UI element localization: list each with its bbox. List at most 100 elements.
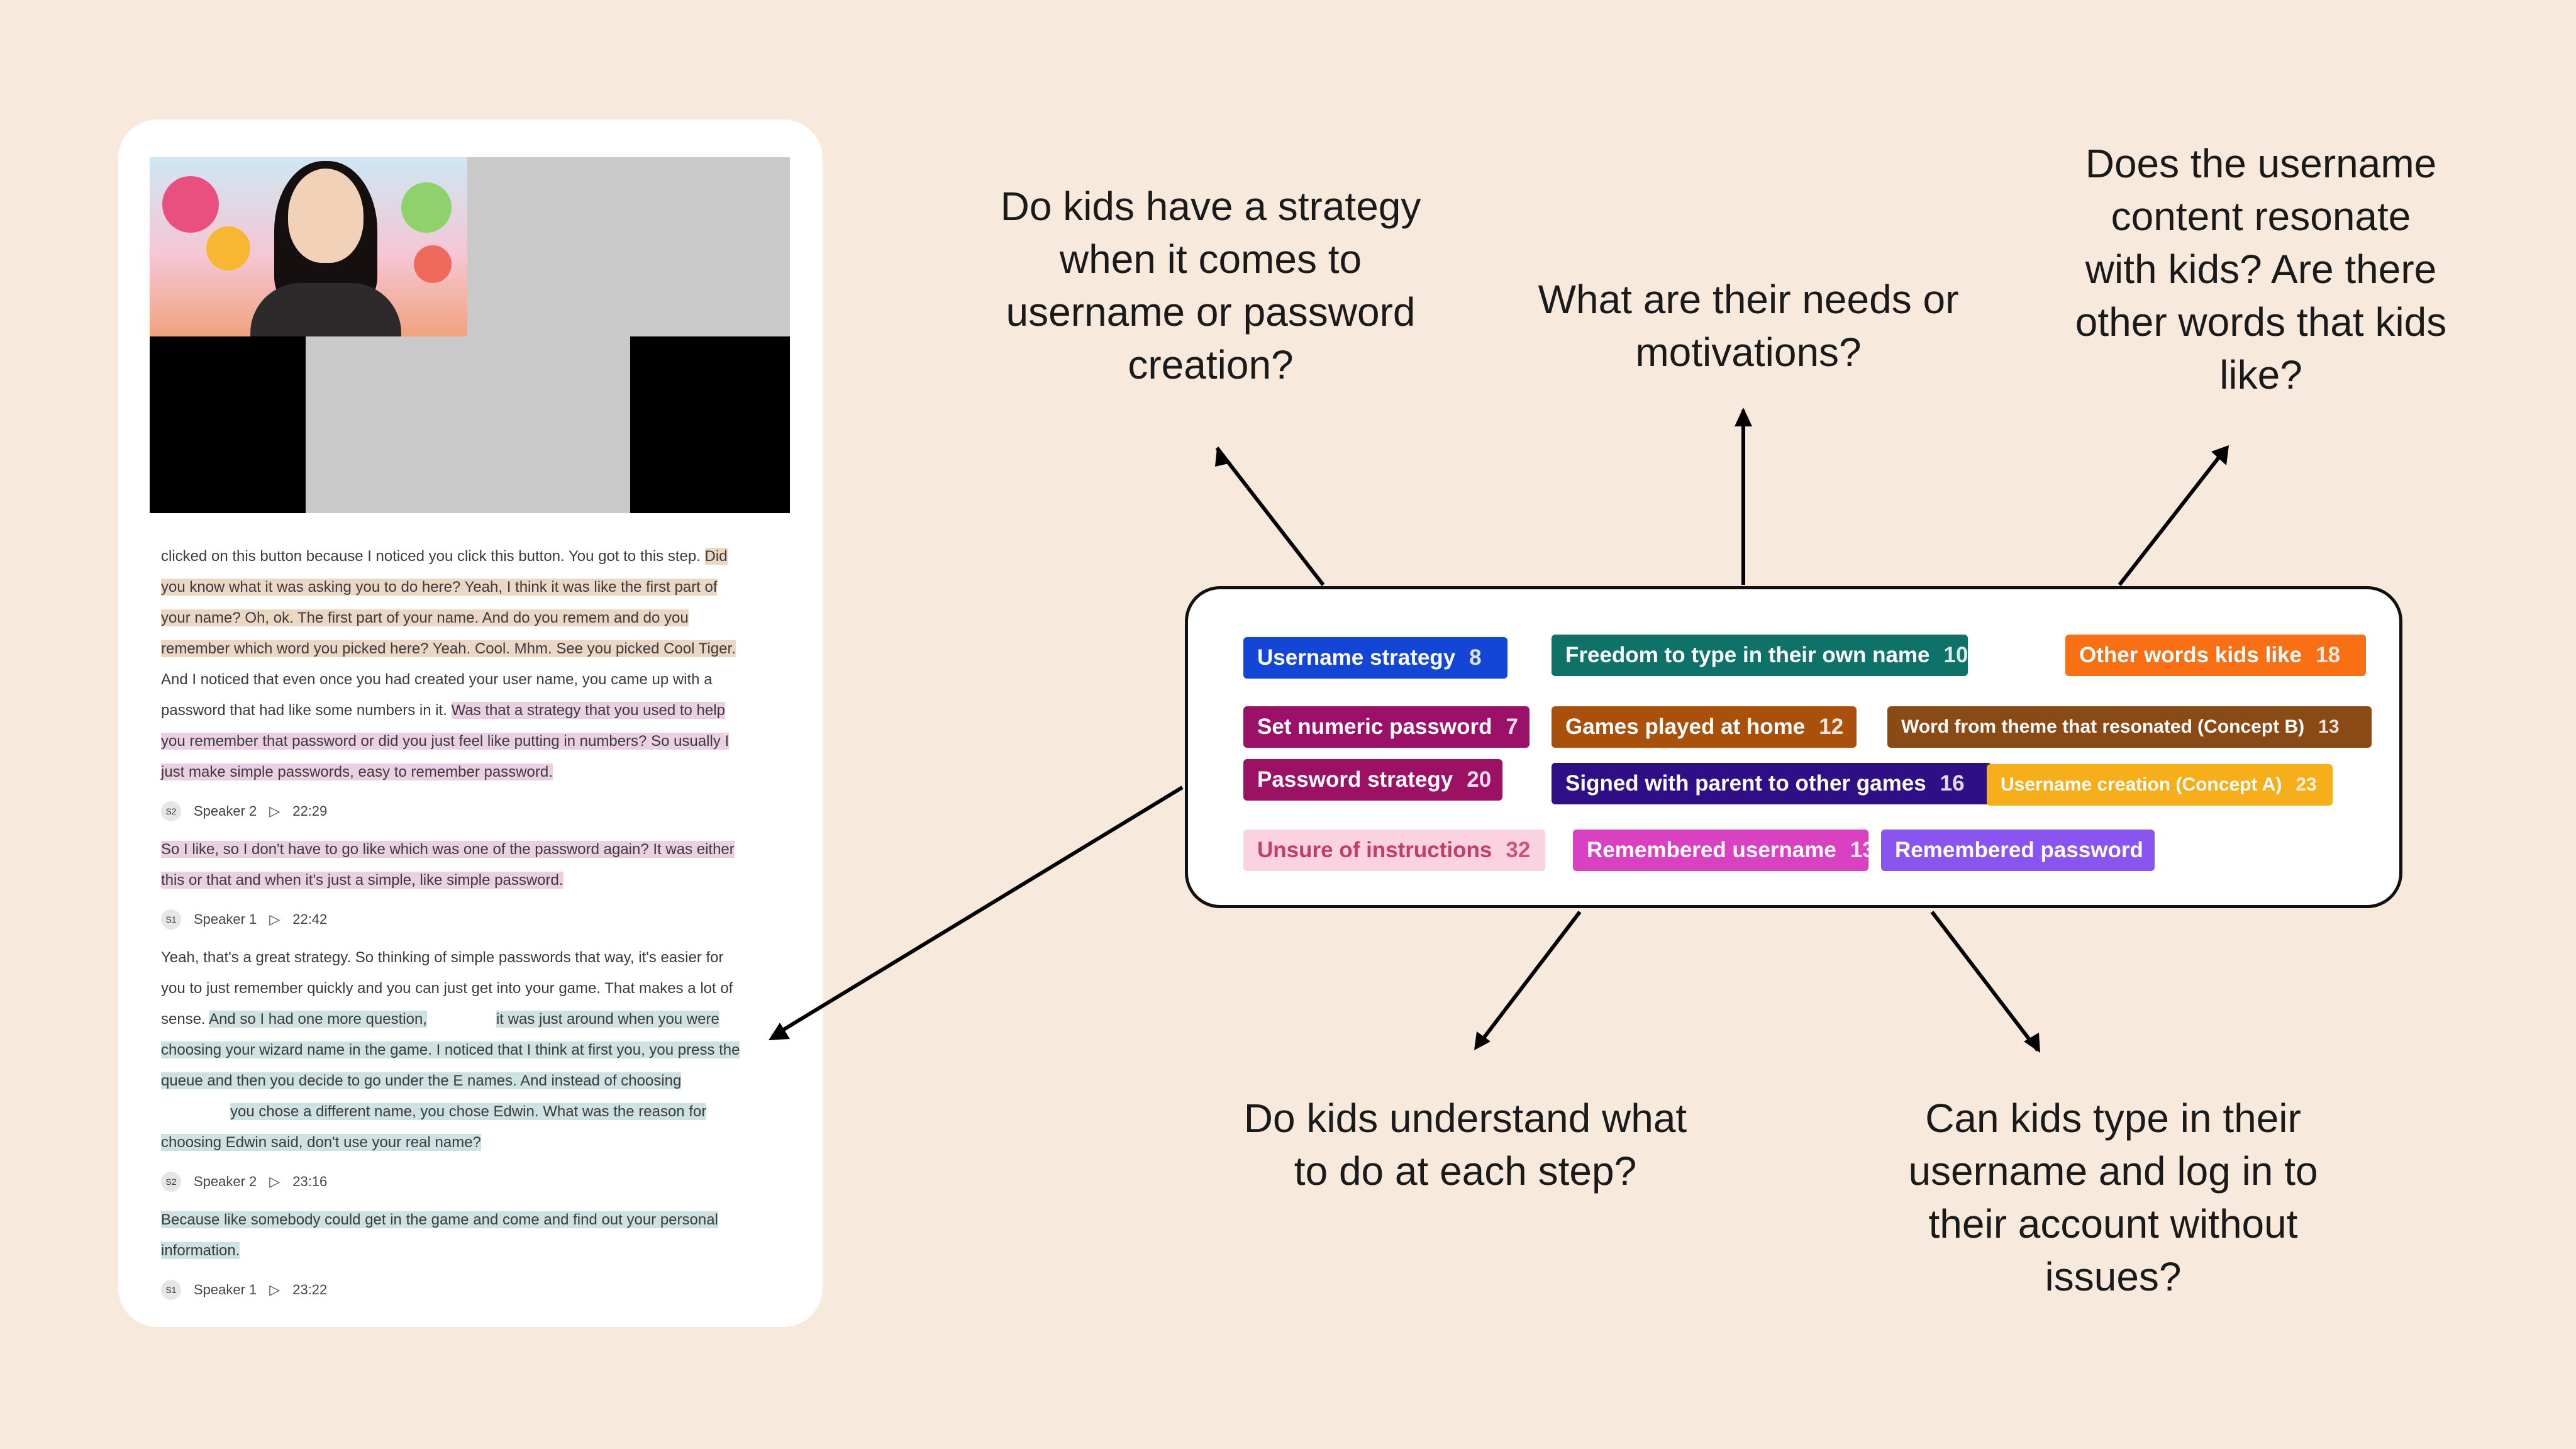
transcript-line: your name? Oh, ok. The first part of you… xyxy=(161,602,796,633)
transcript-line: Yeah, that's a great strategy. So thinki… xyxy=(161,942,796,973)
transcript-line: password that had like some numbers in i… xyxy=(161,695,796,726)
arrowhead xyxy=(1735,408,1752,426)
redacted-name xyxy=(161,1096,230,1127)
question-line: What are their needs or xyxy=(1538,277,1959,322)
transcript-line: Because like somebody could get in the g… xyxy=(161,1204,796,1235)
candy-decoration xyxy=(206,226,250,270)
transcript-text: Yeah, that's a great strategy. So thinki… xyxy=(161,949,724,966)
transcript-line: clicked on this button because I noticed… xyxy=(161,541,796,572)
transcript-text: choosing your wizard name in the game. I… xyxy=(161,1041,740,1058)
transcript-card: clicked on this button because I noticed… xyxy=(118,119,823,1327)
timestamp: 23:16 xyxy=(292,1174,328,1189)
transcript-text: your name? Oh, ok. The first part of you… xyxy=(161,609,689,626)
play-icon[interactable]: ▷ xyxy=(269,1282,280,1297)
candy-decoration xyxy=(401,182,452,233)
transcript-block: Because like somebody could get in the g… xyxy=(161,1204,796,1266)
code-tags-panel: Username strategy 8 Freedom to type in the… xyxy=(1185,586,2402,908)
timestamp: 22:42 xyxy=(292,911,328,927)
code-tag-count: 18 xyxy=(2316,643,2340,667)
transcript-text: you know what it was asking you to do he… xyxy=(161,579,718,596)
transcript-block: Yeah, that's a great strategy. So thinki… xyxy=(161,942,796,1158)
transcript-text: just make simple passwords, easy to reme… xyxy=(161,763,553,780)
speaker-row: S2 Speaker 2 ▷ 22:29 xyxy=(161,799,796,824)
code-tag-count: 32 xyxy=(1506,838,1531,862)
code-tag-count: 13 xyxy=(1850,838,1875,862)
code-tag-label: Username strategy xyxy=(1257,645,1456,670)
speaker-row: S1 Speaker 1 ▷ 23:22 xyxy=(161,1277,796,1302)
transcript-text: this or that and when it's just a simple… xyxy=(161,872,564,889)
participant-face xyxy=(288,169,364,263)
transcript-text: choosing Edwin said, don't use your real… xyxy=(161,1134,481,1151)
transcript-text: And so I had one more question, xyxy=(209,1011,427,1028)
transcript-text: And I noticed that even once you had cre… xyxy=(161,671,713,688)
transcript-text: So I like, so I don't have to go like wh… xyxy=(161,841,735,858)
transcript-line: choosing Edwin said, don't use your real… xyxy=(161,1127,796,1158)
code-tag-count: 12 xyxy=(1819,714,1844,739)
transcript-line: So I like, so I don't have to go like wh… xyxy=(161,834,796,865)
code-tag: Games played at home 12 xyxy=(1552,706,1857,748)
transcript-line: you remember that password or did you ju… xyxy=(161,726,796,757)
question-line: when it comes to xyxy=(1059,236,1362,282)
question-line: content resonate xyxy=(2111,194,2411,239)
arrowhead xyxy=(1215,448,1231,467)
speaker-name: Speaker 1 xyxy=(194,1282,257,1297)
code-tag: Remembered username 13 xyxy=(1573,830,1875,871)
speaker-row: S1 Speaker 1 ▷ 22:42 xyxy=(161,907,796,932)
transcript-line: you know what it was asking you to do he… xyxy=(161,572,796,602)
question-line: username or password xyxy=(1006,289,1416,335)
transcript-text: Did xyxy=(704,548,728,565)
transcript-text: queue and then you decide to go under th… xyxy=(161,1072,682,1089)
code-tag-label: Remembered username xyxy=(1587,838,1836,862)
code-tag: Word from theme that resonated (Concept … xyxy=(1887,706,2372,748)
transcript-line: And I noticed that even once you had cre… xyxy=(161,664,796,695)
transcript-block: clicked on this button because I noticed… xyxy=(161,541,796,787)
arrowhead xyxy=(2024,1033,2040,1053)
question-type-login: Can kids type in their username and log i… xyxy=(1862,1092,2365,1303)
arrow-to-type-login xyxy=(1930,911,2040,1052)
transcript-text: remember which word you picked here? Yea… xyxy=(161,640,736,657)
participant-body xyxy=(250,283,401,336)
question-line: Do kids have a strategy xyxy=(1000,184,1421,229)
play-icon[interactable]: ▷ xyxy=(269,803,280,819)
question-line: issues? xyxy=(2045,1254,2182,1299)
question-strategy: Do kids have a strategy when it comes to u… xyxy=(969,180,1453,391)
code-tag-count: 13 xyxy=(2318,716,2340,737)
transcript-line: choosing your wizard name in the game. I… xyxy=(161,1035,796,1065)
arrowhead xyxy=(1474,1031,1491,1050)
candy-decoration xyxy=(414,245,452,283)
transcript-line: just make simple passwords, easy to reme… xyxy=(161,757,796,787)
code-tag-label: Set numeric password xyxy=(1257,714,1492,739)
arrow-to-understand xyxy=(1475,911,1582,1048)
speaker-avatar: S2 xyxy=(161,801,181,821)
code-tag-label: Games played at home xyxy=(1565,714,1806,739)
question-line: username and log in to xyxy=(1908,1148,2318,1194)
transcript-text: information. xyxy=(161,1242,240,1259)
play-icon[interactable]: ▷ xyxy=(269,911,280,927)
transcript-text: clicked on this button because I noticed… xyxy=(161,548,705,565)
arrow-to-strategy xyxy=(1215,447,1325,586)
code-tag-label: Freedom to type in their own name xyxy=(1565,643,1930,667)
play-icon[interactable]: ▷ xyxy=(269,1174,280,1189)
arrow-to-transcript xyxy=(771,786,1184,1038)
code-tag: Username creation (Concept A)23 xyxy=(1987,764,2333,806)
question-line: Can kids type in their xyxy=(1925,1096,2301,1141)
speaker-avatar: S1 xyxy=(161,909,181,930)
speaker-name: Speaker 1 xyxy=(194,911,257,927)
transcript-line: queue and then you decide to go under th… xyxy=(161,1065,796,1096)
code-tag-count: 8 xyxy=(1469,645,1482,670)
code-tag-label: Username creation (Concept A) xyxy=(2001,774,2282,795)
question-line: like? xyxy=(2219,352,2302,397)
code-tag-count: 18 xyxy=(2157,838,2182,862)
speaker-row: S2 Speaker 2 ▷ 23:16 xyxy=(161,1169,796,1194)
code-tag-label: Remembered password xyxy=(1895,838,2143,862)
code-tag-count: 7 xyxy=(1506,714,1518,739)
speaker-name: Speaker 2 xyxy=(194,1174,257,1189)
video-tile-off xyxy=(630,336,790,513)
code-tag-count: 20 xyxy=(1467,767,1492,792)
transcript-line: you chose a different name, you chose Ed… xyxy=(161,1096,796,1127)
